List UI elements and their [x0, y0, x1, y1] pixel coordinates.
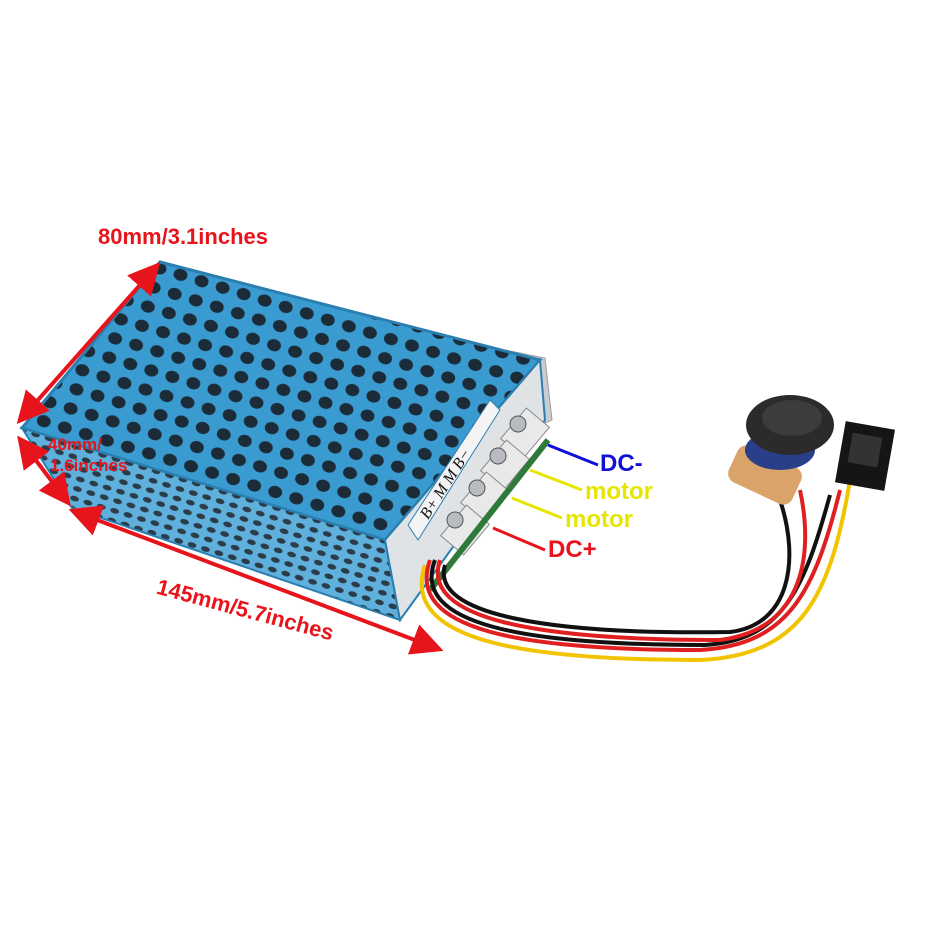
motor-label-1: motor — [585, 478, 653, 505]
rocker-switch — [834, 421, 896, 491]
wire-harness — [419, 479, 852, 663]
dc-minus-label: DC- — [600, 450, 643, 477]
motor-label-2: motor — [565, 506, 633, 533]
width-dimension-label: 80mm/3.1inches — [98, 224, 268, 249]
height-dimension-label-line2: 1.6inches — [50, 456, 128, 475]
height-arrow — [17, 435, 71, 507]
dc-plus-label: DC+ — [548, 536, 597, 563]
motor1-leader — [529, 468, 583, 492]
length-arrow — [68, 505, 444, 655]
potentiometer-knob — [728, 395, 834, 505]
dc-plus-leader — [492, 526, 546, 552]
height-dimension-label-line1: 40mm/ — [48, 435, 102, 454]
dc-minus-leader — [547, 443, 599, 467]
width-arrow — [16, 262, 161, 424]
terminal-blocks — [427, 407, 551, 592]
motor2-leader — [511, 496, 563, 520]
